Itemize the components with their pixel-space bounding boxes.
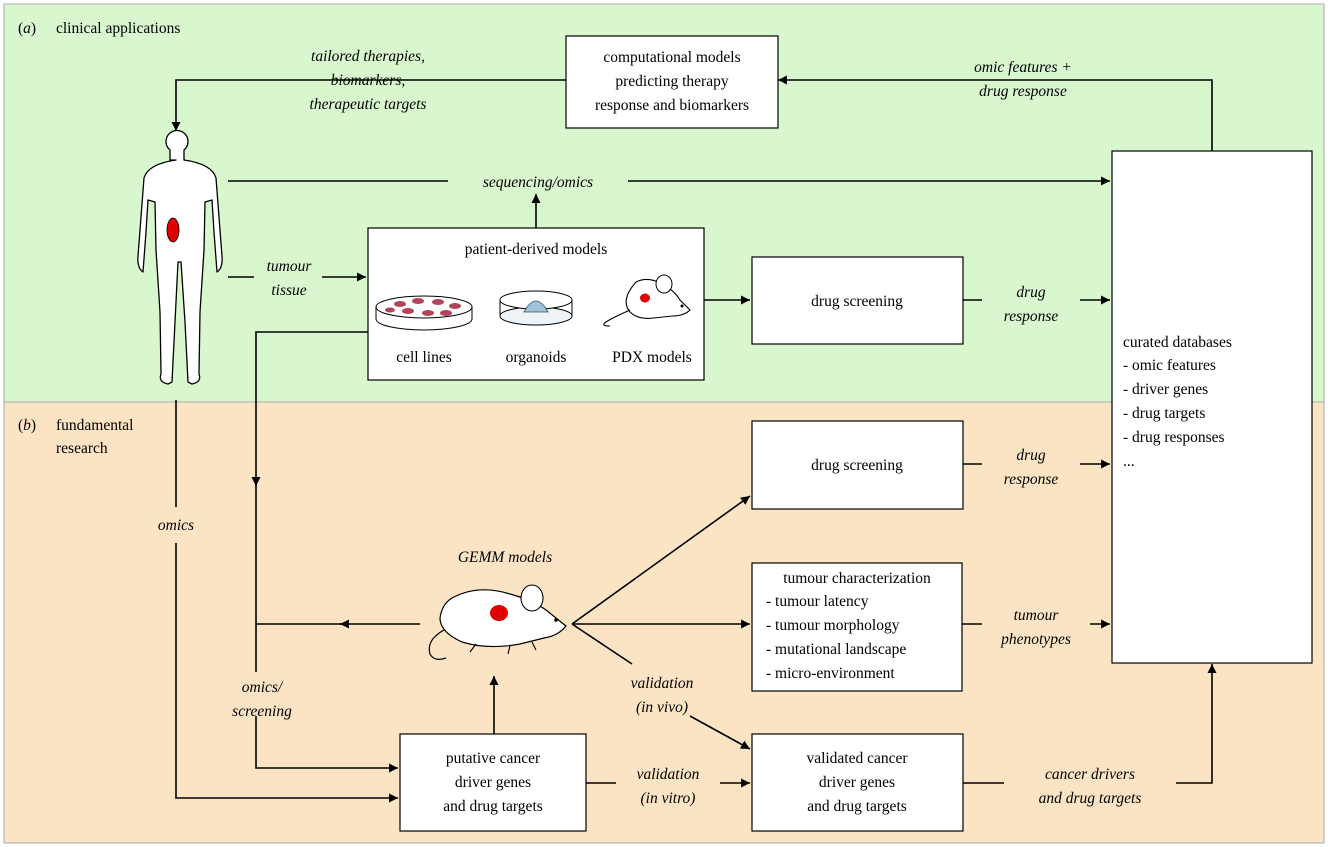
svg-text:and drug targets: and drug targets xyxy=(443,798,543,815)
label-validation-vitro-2: (in vitro) xyxy=(641,790,696,807)
patient-derived-models-box: patient-derived models xyxy=(367,227,705,381)
omics-arrow xyxy=(175,543,398,803)
pdm-title: patient-derived models xyxy=(465,241,607,258)
label-drug-response-top-2: response xyxy=(1004,308,1059,325)
svg-text:curated databases: curated databases xyxy=(1123,334,1232,351)
label-pdx-models: PDX models xyxy=(612,349,692,366)
label-drug-response-top-1: drug xyxy=(1016,284,1046,301)
arrow-to-patient xyxy=(171,79,566,131)
label-tailored-2: biomarkers, xyxy=(331,72,405,89)
label-cell-lines: cell lines xyxy=(396,349,452,366)
drug-screening-top-box: drug screening xyxy=(751,256,964,345)
computational-models-box: computational models predicting therapy … xyxy=(565,35,779,129)
tumour-icon xyxy=(166,217,180,243)
svg-text:...: ... xyxy=(1123,453,1135,470)
svg-text:and drug targets: and drug targets xyxy=(807,798,907,815)
label-tumour-phenotypes-2: phenotypes xyxy=(1000,631,1071,648)
label-validation-vivo-2: (in vivo) xyxy=(636,699,688,716)
panel-b-title-line2: research xyxy=(56,440,108,457)
label-sequencing: sequencing/omics xyxy=(483,174,593,191)
svg-text:- drug targets: - drug targets xyxy=(1123,405,1205,422)
label-tailored-1: tailored therapies, xyxy=(311,48,425,65)
svg-text:- tumour morphology: - tumour morphology xyxy=(766,617,900,634)
curated-databases-box: curated databases - omic features - driv… xyxy=(1111,150,1313,664)
human-body-icon xyxy=(137,129,223,385)
svg-text:- driver genes: - driver genes xyxy=(1123,381,1208,398)
svg-text:driver genes: driver genes xyxy=(819,774,895,791)
validated-drivers-box: validated cancer driver genes and drug t… xyxy=(751,733,964,832)
svg-text:response and biomarkers: response and biomarkers xyxy=(595,97,749,114)
gemm-mouse-icon xyxy=(428,584,567,660)
svg-text:- mutational landscape: - mutational landscape xyxy=(766,641,906,658)
label-drug-response-bottom-1: drug xyxy=(1016,447,1046,464)
panel-a-label: (a) xyxy=(18,20,36,37)
label-cancer-drivers-1: cancer drivers xyxy=(1045,766,1135,783)
label-omic-features-2: drug response xyxy=(979,83,1067,100)
organoid-dish-icon xyxy=(499,290,573,326)
validation-vivo-arrow xyxy=(689,715,751,750)
cancer-drivers-arrow xyxy=(1176,664,1217,784)
edge-labels: tailored therapies, biomarkers, therapeu… xyxy=(158,48,1141,807)
connectors xyxy=(171,75,1217,803)
petri-dish-icon xyxy=(375,295,473,331)
svg-text:driver genes: driver genes xyxy=(455,774,531,791)
svg-text:- micro-environment: - micro-environment xyxy=(766,665,895,682)
svg-text:- drug responses: - drug responses xyxy=(1123,429,1225,446)
svg-text:drug screening: drug screening xyxy=(811,293,903,310)
label-gemm-models: GEMM models xyxy=(458,549,552,566)
svg-text:validated cancer: validated cancer xyxy=(806,750,908,767)
svg-text:drug screening: drug screening xyxy=(811,457,903,474)
putative-drivers-box: putative cancer driver genes and drug ta… xyxy=(399,733,587,832)
label-omics-screening-1: omics/ xyxy=(242,679,284,696)
pdx-mouse-icon xyxy=(603,274,691,327)
label-validation-vivo-1: validation xyxy=(631,675,694,692)
svg-text:computational models: computational models xyxy=(603,49,740,66)
label-tumour-tissue-2: tissue xyxy=(271,282,306,299)
svg-text:tumour characterization: tumour characterization xyxy=(783,570,931,587)
tumour-characterization-box: tumour characterization - tumour latency… xyxy=(751,562,963,692)
omics-screening-arrow xyxy=(255,716,398,773)
arrow-to-computational xyxy=(778,75,1213,152)
label-tumour-phenotypes-1: tumour xyxy=(1014,607,1060,624)
gemm-validation-line xyxy=(571,623,633,665)
panel-a-title: clinical applications xyxy=(56,20,180,37)
svg-text:predicting therapy: predicting therapy xyxy=(615,73,728,90)
svg-text:- omic features: - omic features xyxy=(1123,357,1216,374)
svg-text:- tumour latency: - tumour latency xyxy=(766,593,869,610)
label-omic-features-1: omic features + xyxy=(974,59,1072,76)
label-omics: omics xyxy=(158,517,194,534)
panel-b-title-line1: fundamental xyxy=(56,417,133,434)
label-drug-response-bottom-2: response xyxy=(1004,471,1059,488)
label-omics-screening-2: screening xyxy=(232,703,292,720)
svg-text:putative cancer: putative cancer xyxy=(446,750,541,767)
label-tailored-3: therapeutic targets xyxy=(310,96,427,113)
label-validation-vitro-1: validation xyxy=(637,766,700,783)
gemm-to-screening-arrow xyxy=(571,495,751,625)
label-tumour-tissue-1: tumour xyxy=(267,258,313,275)
label-organoids: organoids xyxy=(506,349,567,366)
panel-b-label: (b) xyxy=(18,417,36,434)
pdm-down-arrow xyxy=(251,331,368,486)
label-cancer-drivers-2: and drug targets xyxy=(1039,790,1142,807)
drug-screening-bottom-box: drug screening xyxy=(751,420,964,510)
